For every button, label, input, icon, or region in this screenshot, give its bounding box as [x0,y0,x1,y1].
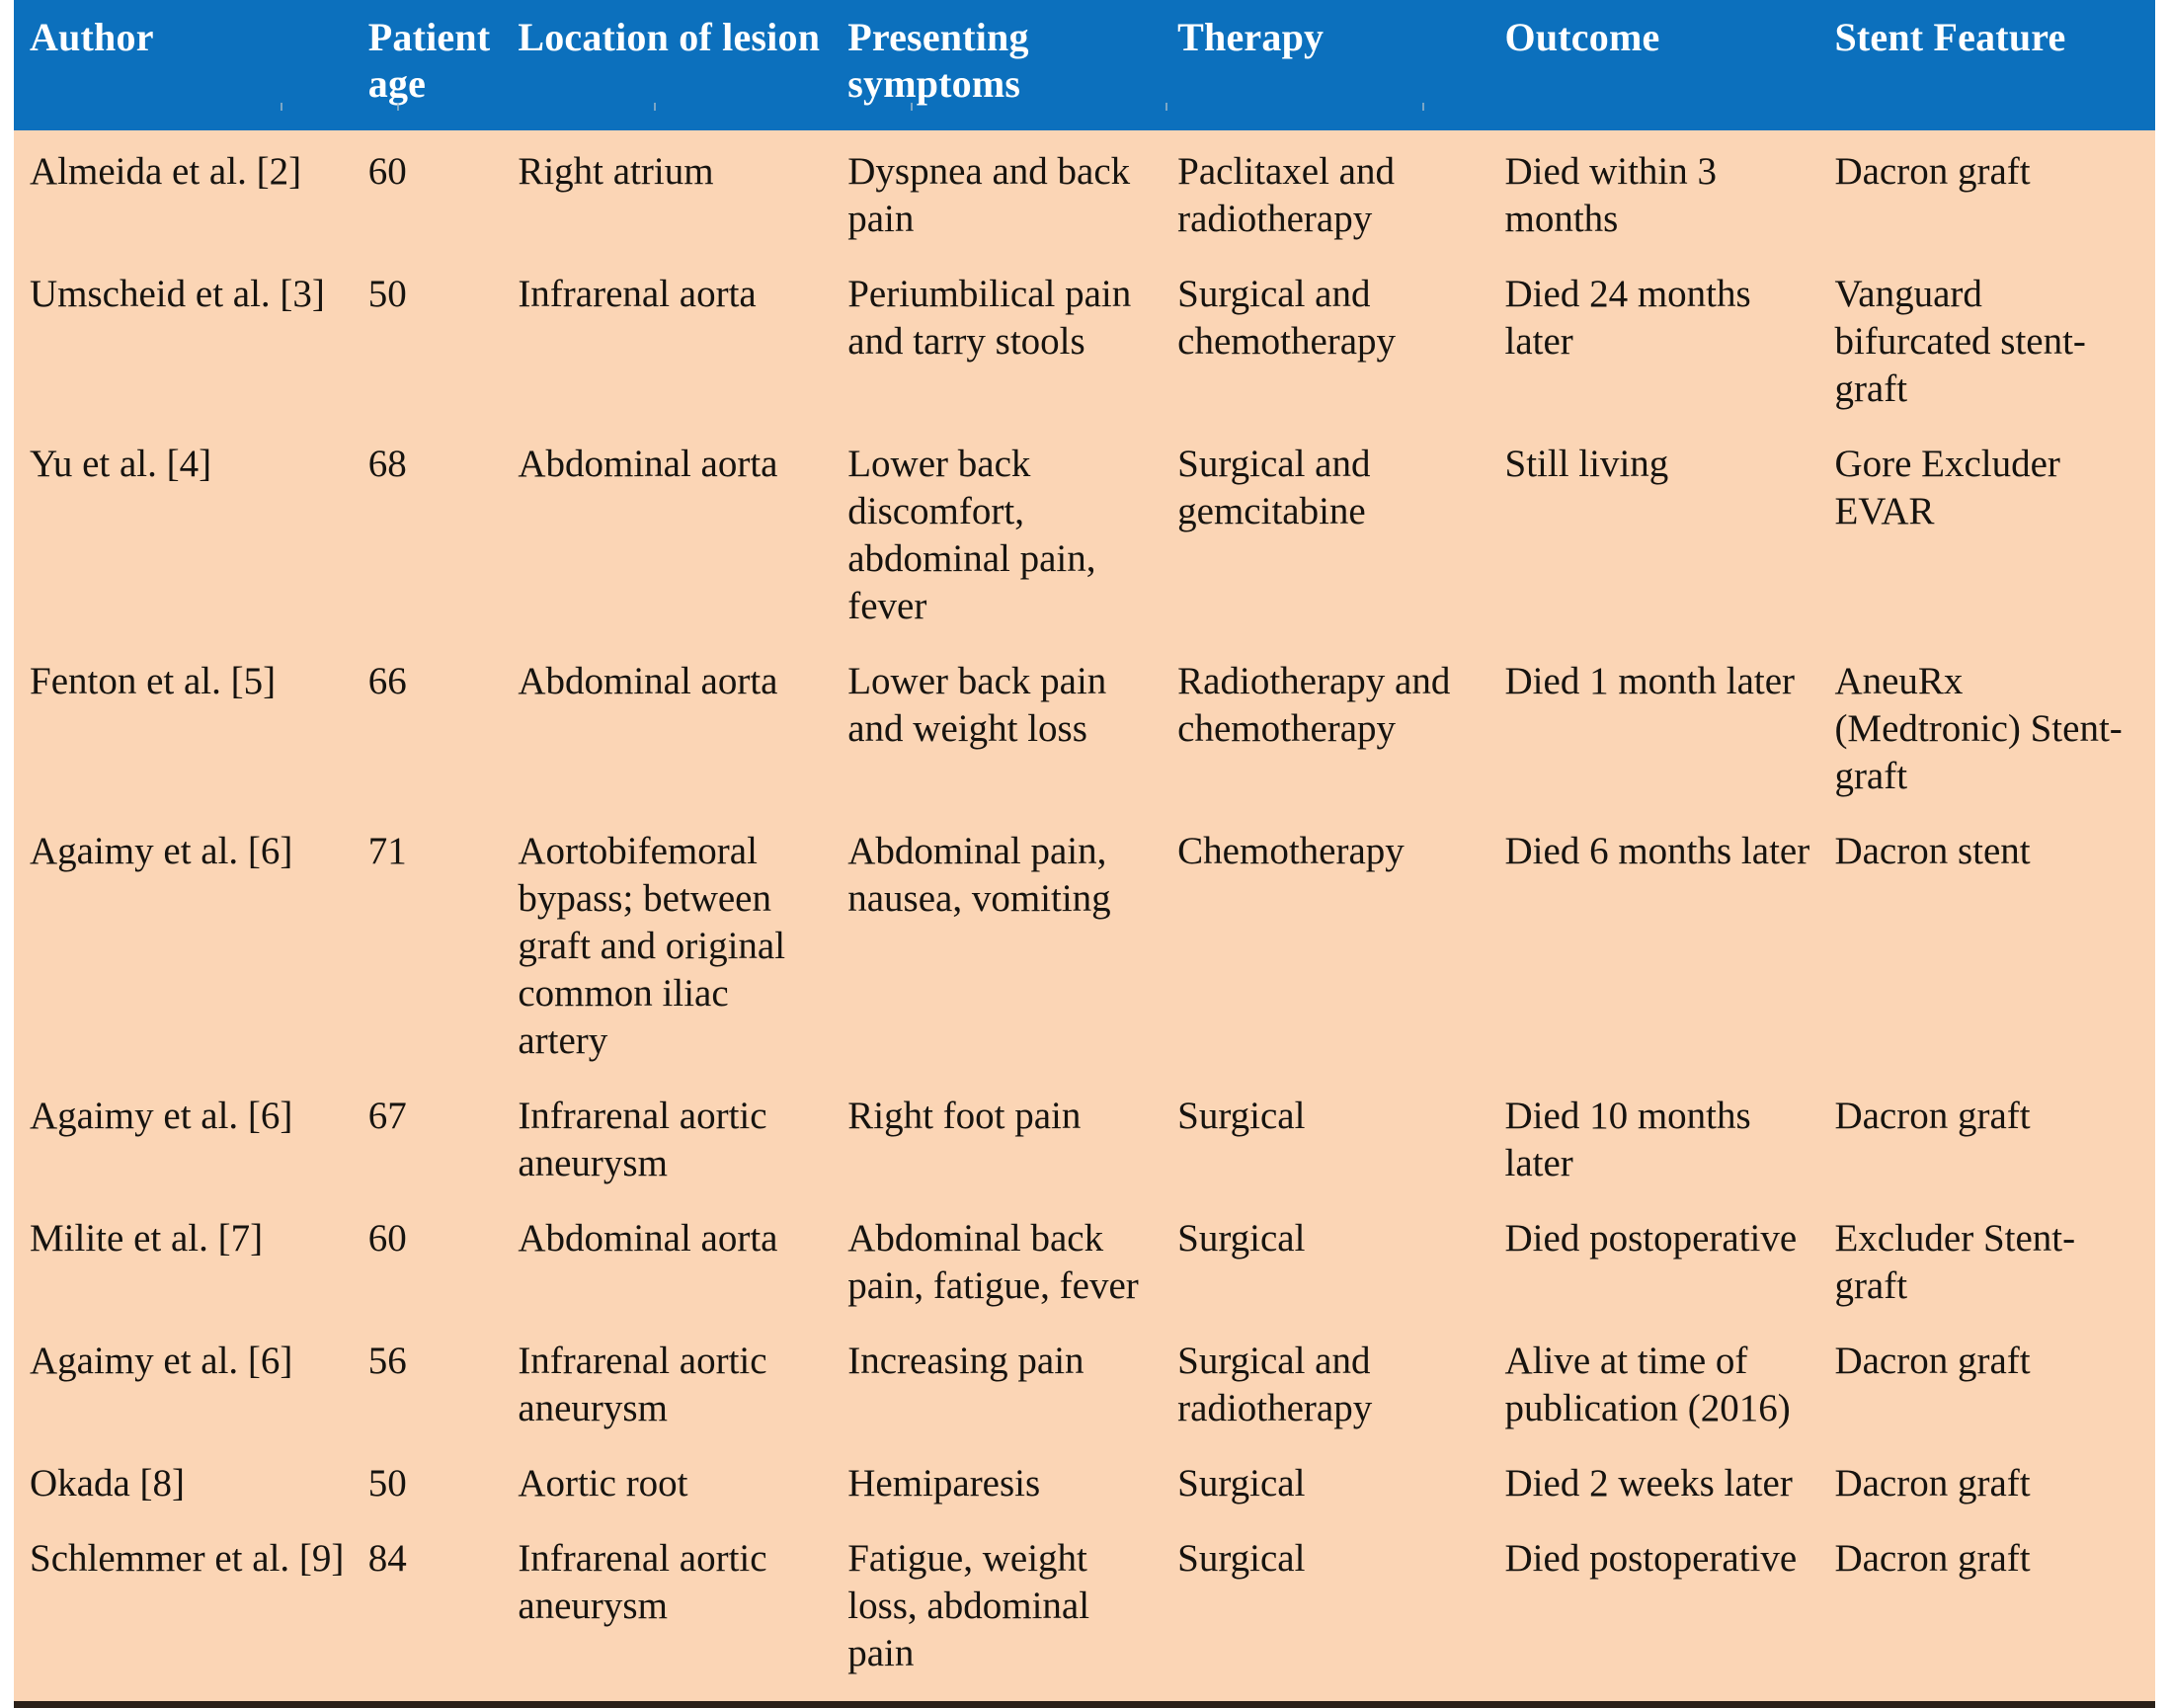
cell-location: Abdominal aorta [506,644,837,814]
cell-age: 56 [356,1323,507,1446]
table-body: Almeida et al. [2] 60 Right atrium Dyspn… [14,130,2155,1701]
cell-outcome: Died postoperative [1492,1520,1823,1701]
table-row[interactable]: Milite et al. [7] 60 Abdominal aorta Abd… [14,1200,2155,1324]
cell-age: 50 [356,257,507,428]
cell-symptoms: Dyspnea and back pain [836,130,1166,258]
cell-location: Abdominal aorta [506,1200,837,1324]
cell-therapy: Surgical and radiotherapy [1165,1323,1493,1446]
cell-outcome: Alive at time of publication (2016) [1492,1323,1823,1446]
cell-stent: Vanguard bifurcated stent-graft [1822,257,2155,428]
cell-author: Umscheid et al. [3] [14,257,357,428]
column-header-presenting-symptoms[interactable]: Presenting symptoms [836,0,1166,131]
cell-stent: Dacron graft [1822,1445,2155,1521]
cell-stent: Excluder Stent-graft [1822,1200,2155,1324]
cell-symptoms: Abdominal back pain, fatigue, fever [836,1200,1166,1324]
cell-outcome: Died 1 month later [1492,644,1823,814]
cell-location: Infrarenal aortic aneurysm [506,1078,837,1201]
cell-therapy: Surgical [1165,1200,1493,1324]
cell-location: Infrarenal aorta [506,257,837,428]
cell-therapy: Surgical and chemotherapy [1165,257,1493,428]
case-series-table: Author Patient age Location of lesion Pr… [14,0,2155,1701]
case-series-table-container: Author Patient age Location of lesion Pr… [14,0,2155,1708]
cell-age: 50 [356,1445,507,1521]
cell-therapy: Paclitaxel and radiotherapy [1165,130,1493,258]
table-row[interactable]: Yu et al. [4] 68 Abdominal aorta Lower b… [14,427,2155,645]
column-header-stent-feature[interactable]: Stent Feature [1822,0,2155,131]
cell-stent: Dacron graft [1822,1078,2155,1201]
cell-outcome: Died 24 months later [1492,257,1823,428]
cell-age: 68 [356,427,507,645]
cell-symptoms: Periumbilical pain and tarry stools [836,257,1166,428]
column-header-patient-age[interactable]: Patient age [356,0,507,131]
cell-symptoms: Abdominal pain, nausea, vomiting [836,814,1166,1079]
table-row[interactable]: Schlemmer et al. [9] 84 Infrarenal aorti… [14,1520,2155,1701]
cell-age: 60 [356,1200,507,1324]
cell-stent: Dacron stent [1822,814,2155,1079]
table-row[interactable]: Almeida et al. [2] 60 Right atrium Dyspn… [14,130,2155,258]
cell-author: Almeida et al. [2] [14,130,357,258]
cell-age: 71 [356,814,507,1079]
table-row[interactable]: Fenton et al. [5] 66 Abdominal aorta Low… [14,644,2155,814]
cell-outcome: Died within 3 months [1492,130,1823,258]
cell-symptoms: Hemiparesis [836,1445,1166,1521]
cell-therapy: Surgical [1165,1445,1493,1521]
cell-stent: Dacron graft [1822,1520,2155,1701]
column-header-outcome[interactable]: Outcome [1492,0,1823,131]
cell-symptoms: Lower back pain and weight loss [836,644,1166,814]
cell-stent: Dacron graft [1822,1323,2155,1446]
cell-location: Right atrium [506,130,837,258]
cell-outcome: Died 2 weeks later [1492,1445,1823,1521]
cell-therapy: Surgical and gemcitabine [1165,427,1493,645]
cell-author: Milite et al. [7] [14,1200,357,1324]
table-row[interactable]: Umscheid et al. [3] 50 Infrarenal aorta … [14,257,2155,428]
cell-age: 66 [356,644,507,814]
cell-symptoms: Lower back discomfort, abdominal pain, f… [836,427,1166,645]
column-header-location-of-lesion[interactable]: Location of lesion [506,0,837,131]
cell-therapy: Chemotherapy [1165,814,1493,1079]
cell-outcome: Died 10 months later [1492,1078,1823,1201]
cell-outcome: Died 6 months later [1492,814,1823,1079]
cell-stent: Dacron graft [1822,130,2155,258]
table-bottom-rule [14,1700,2155,1708]
cell-symptoms: Increasing pain [836,1323,1166,1446]
cell-age: 67 [356,1078,507,1201]
cell-outcome: Died postoperative [1492,1200,1823,1324]
table-row[interactable]: Agaimy et al. [6] 56 Infrarenal aortic a… [14,1323,2155,1446]
cell-age: 84 [356,1520,507,1701]
table-header: Author Patient age Location of lesion Pr… [14,0,2155,131]
cell-therapy: Surgical [1165,1078,1493,1201]
cell-stent: Gore Excluder EVAR [1822,427,2155,645]
table-row[interactable]: Agaimy et al. [6] 71 Aortobifemoral bypa… [14,814,2155,1079]
cell-symptoms: Right foot pain [836,1078,1166,1201]
table-row[interactable]: Okada [8] 50 Aortic root Hemiparesis Sur… [14,1445,2155,1521]
cell-location: Infrarenal aortic aneurysm [506,1520,837,1701]
cell-author: Okada [8] [14,1445,357,1521]
cell-location: Aortic root [506,1445,837,1521]
cell-author: Schlemmer et al. [9] [14,1520,357,1701]
cell-author: Yu et al. [4] [14,427,357,645]
cell-author: Fenton et al. [5] [14,644,357,814]
table-header-row: Author Patient age Location of lesion Pr… [14,0,2155,131]
cell-symptoms: Fatigue, weight loss, abdominal pain [836,1520,1166,1701]
cell-therapy: Surgical [1165,1520,1493,1701]
cell-author: Agaimy et al. [6] [14,814,357,1079]
cell-therapy: Radiotherapy and chemotherapy [1165,644,1493,814]
table-row[interactable]: Agaimy et al. [6] 67 Infrarenal aortic a… [14,1078,2155,1201]
cell-location: Abdominal aorta [506,427,837,645]
cell-author: Agaimy et al. [6] [14,1078,357,1201]
cell-stent: AneuRx (Medtronic) Stent-graft [1822,644,2155,814]
cell-location: Infrarenal aortic aneurysm [506,1323,837,1446]
column-header-author[interactable]: Author [14,0,357,131]
cell-age: 60 [356,130,507,258]
column-header-therapy[interactable]: Therapy [1165,0,1493,131]
cell-author: Agaimy et al. [6] [14,1323,357,1446]
cell-location: Aortobifemoral bypass; between graft and… [506,814,837,1079]
cell-outcome: Still living [1492,427,1823,645]
